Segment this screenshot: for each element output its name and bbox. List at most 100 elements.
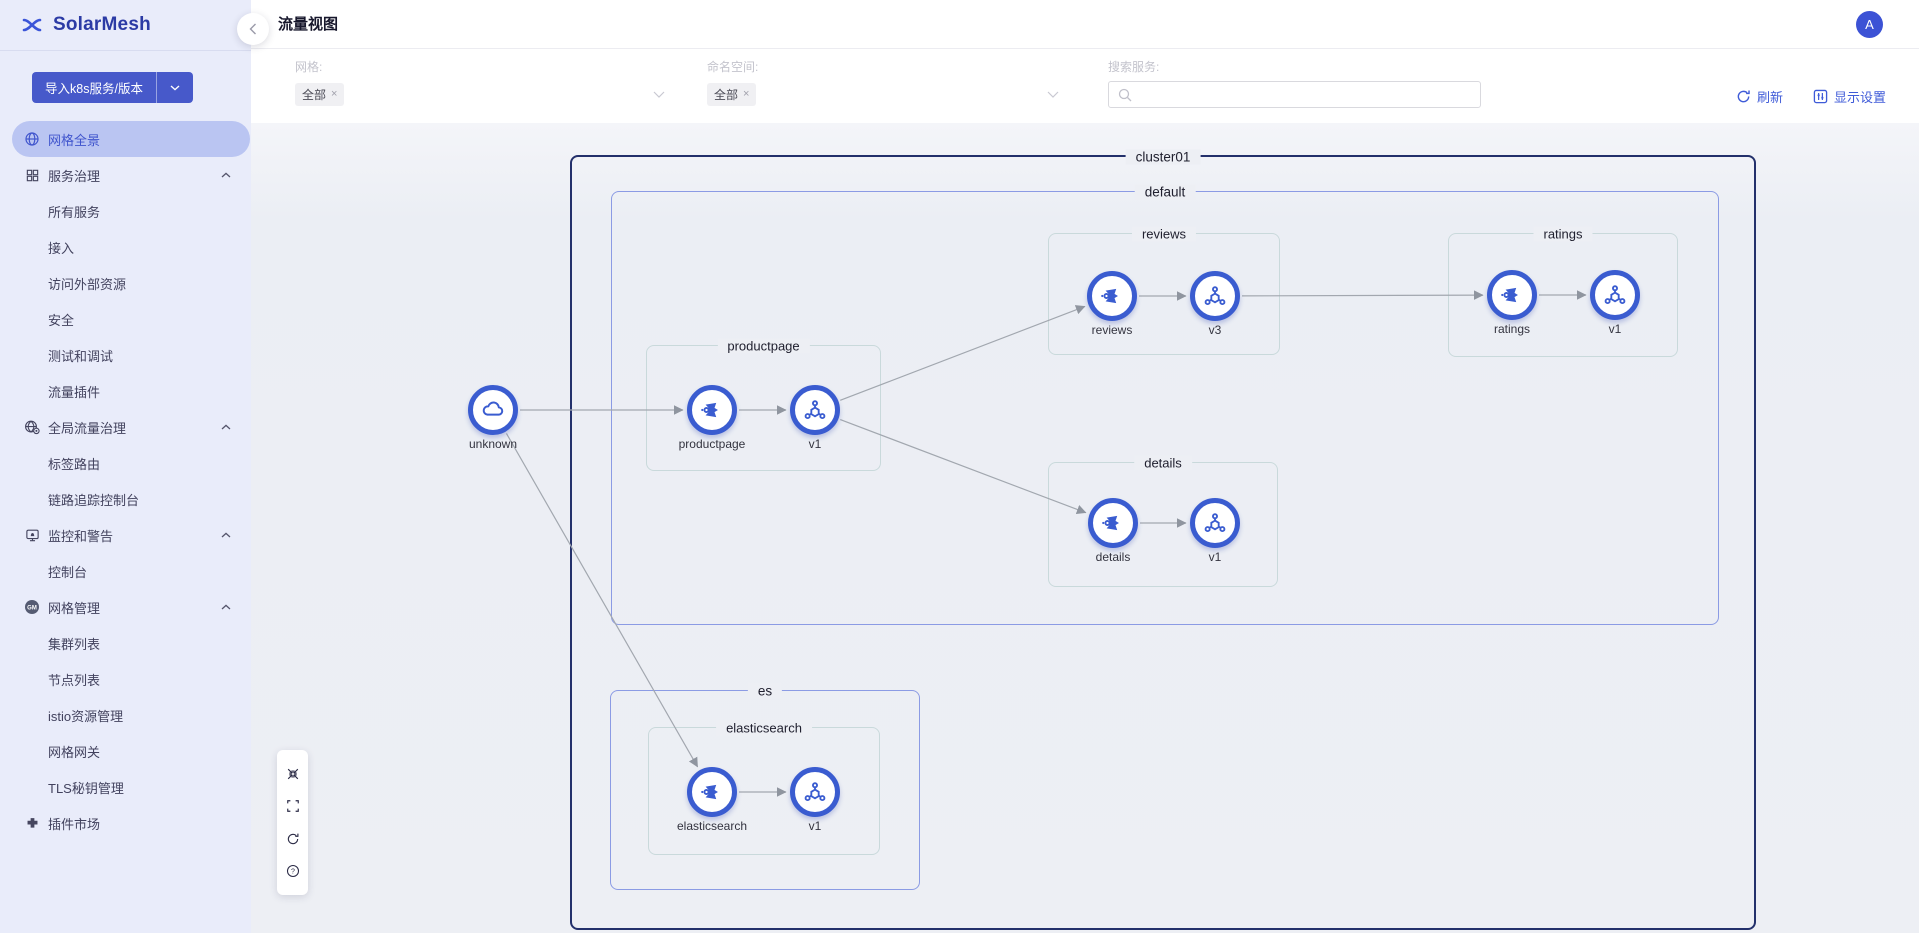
- node-elasticsearch[interactable]: elasticsearch: [677, 767, 747, 833]
- node-label-elasticsearch-v1: v1: [808, 819, 822, 833]
- group-box-productpage: productpage: [646, 338, 881, 471]
- sidebar-item-access[interactable]: 接入: [48, 240, 75, 256]
- namespace-selected-tag: 全部 ×: [707, 82, 757, 106]
- sidebar-item-label-routing[interactable]: 标签路由: [48, 456, 101, 472]
- sidebar-collapse-button[interactable]: [237, 13, 269, 45]
- node-label-productpage: productpage: [678, 437, 746, 451]
- global-traffic-icon: [24, 419, 40, 435]
- svg-text:GM: GM: [27, 605, 37, 611]
- service-search: 搜索服务:: [1108, 49, 1481, 108]
- group-box-default: default: [611, 184, 1719, 625]
- node-reviews-v3[interactable]: v3: [1190, 271, 1240, 337]
- group-label-cluster01: cluster01: [1125, 149, 1201, 165]
- node-productpage[interactable]: productpage: [679, 385, 745, 451]
- sidebar-item-traffic-plugins[interactable]: 流量插件: [48, 384, 101, 400]
- fit-view-icon[interactable]: [284, 765, 302, 783]
- node-unknown[interactable]: unknown: [468, 385, 518, 451]
- node-ratings[interactable]: ratings: [1487, 270, 1537, 336]
- mesh-filter-label: 网格:: [295, 60, 323, 74]
- chevron-down-icon: [653, 85, 665, 103]
- service-governance-icon: [24, 167, 40, 183]
- app-name: SolarMesh: [53, 14, 151, 35]
- mesh-management-icon: GM: [24, 599, 40, 615]
- node-label-details-v1: v1: [1208, 550, 1222, 564]
- page-title: 流量视图: [278, 16, 339, 33]
- display-settings-button[interactable]: 显示设置: [1813, 87, 1886, 106]
- sidebar-item-plugin-market[interactable]: 插件市场: [0, 805, 251, 841]
- sidebar-item-security[interactable]: 安全: [48, 312, 75, 328]
- sidebar-item-test-debug[interactable]: 测试和调试: [48, 348, 114, 364]
- chevron-up-icon: [221, 532, 231, 538]
- remove-tag-icon[interactable]: ×: [743, 88, 750, 100]
- sidebar-group-mesh-management[interactable]: GM 网格管理: [0, 589, 251, 625]
- node-label-unknown: unknown: [468, 437, 518, 451]
- reload-icon[interactable]: [284, 830, 302, 848]
- node-productpage-v1[interactable]: v1: [790, 385, 840, 451]
- sidebar: SolarMesh 导入k8s服务/版本 网格全景 服务治理 所有服务 接入 访…: [0, 0, 251, 933]
- sidebar-item-label: 网格全景: [48, 132, 101, 148]
- version-node-icon: [1604, 285, 1626, 305]
- group-box-ratings: ratings: [1448, 226, 1678, 357]
- sidebar-item-external-resources[interactable]: 访问外部资源: [48, 276, 127, 292]
- search-input-box[interactable]: [1108, 81, 1481, 108]
- monitor-alert-icon: [24, 527, 40, 543]
- group-label-es: es: [747, 683, 783, 699]
- sidebar-item-istio-resources[interactable]: istio资源管理: [48, 708, 124, 724]
- node-ratings-v1[interactable]: v1: [1590, 270, 1640, 336]
- topology-canvas[interactable]: cluster01 default es productpage reviews rati…: [251, 123, 1919, 933]
- sidebar-group-service-governance[interactable]: 服务治理: [0, 157, 251, 193]
- group-label-ratings: ratings: [1533, 226, 1593, 242]
- filter-actions: 刷新 显示设置: [1736, 87, 1886, 106]
- sidebar-item-mesh-gateway[interactable]: 网格网关: [48, 744, 101, 760]
- namespace-filter: 命名空间: 全部 ×: [707, 49, 1059, 107]
- graph-toolbar: ?: [277, 750, 308, 895]
- graph-nodes-layer: unknown productpage v1 reviews v3 ratings v1 de…: [251, 123, 1919, 933]
- node-details-v1[interactable]: v1: [1190, 498, 1240, 564]
- help-icon[interactable]: ?: [284, 862, 302, 880]
- node-label-reviews: reviews: [1091, 323, 1133, 337]
- sidebar-group-monitoring-alerts[interactable]: 监控和警告: [0, 517, 251, 553]
- version-node-icon: [804, 782, 826, 802]
- sidebar-item-cluster-list[interactable]: 集群列表: [48, 636, 101, 652]
- group-label-productpage: productpage: [717, 338, 810, 354]
- sidebar-item-all-services[interactable]: 所有服务: [48, 204, 101, 220]
- sidebar-item-tracing-console[interactable]: 链路追踪控制台: [48, 492, 140, 508]
- sidebar-group-global-traffic[interactable]: 全局流量治理: [0, 409, 251, 445]
- group-label-elasticsearch: elasticsearch: [716, 720, 812, 736]
- fullscreen-icon[interactable]: [284, 797, 302, 815]
- sidebar-item-tls-keys[interactable]: TLS秘钥管理: [48, 780, 124, 796]
- service-node-icon: [701, 402, 718, 418]
- chevron-up-icon: [221, 424, 231, 430]
- node-details[interactable]: details: [1088, 498, 1138, 564]
- search-input[interactable]: [1139, 87, 1480, 102]
- sidebar-divider: [0, 50, 251, 51]
- group-label-details: details: [1134, 455, 1192, 471]
- sidebar-menu: 网格全景 服务治理 所有服务 接入 访问外部资源 安全 测试和调试 流量插件 全…: [0, 121, 251, 841]
- version-node-icon: [1204, 513, 1226, 533]
- node-label-productpage-v1: v1: [808, 437, 822, 451]
- namespace-select[interactable]: 全部 ×: [707, 81, 1059, 107]
- plugin-puzzle-icon: [24, 815, 40, 831]
- sidebar-item-console[interactable]: 控制台: [48, 564, 88, 580]
- user-avatar[interactable]: A: [1856, 11, 1883, 38]
- group-box-elasticsearch: elasticsearch: [648, 720, 880, 855]
- import-dropdown-button[interactable]: [157, 72, 193, 103]
- service-node-icon: [701, 784, 718, 800]
- mesh-select[interactable]: 全部 ×: [295, 81, 665, 107]
- node-label-elasticsearch: elasticsearch: [676, 819, 748, 833]
- import-k8s-button-label[interactable]: 导入k8s服务/版本: [32, 72, 157, 103]
- external-node-icon: [482, 401, 504, 416]
- sidebar-item-node-list[interactable]: 节点列表: [48, 672, 101, 688]
- namespace-filter-label: 命名空间:: [707, 60, 759, 74]
- node-elasticsearch-v1[interactable]: v1: [790, 767, 840, 833]
- sidebar-item-mesh-overview[interactable]: 网格全景: [12, 121, 250, 157]
- node-reviews[interactable]: reviews: [1087, 271, 1137, 337]
- node-label-ratings-v1: v1: [1608, 322, 1622, 336]
- group-label-default: default: [1134, 184, 1196, 200]
- refresh-button[interactable]: 刷新: [1736, 87, 1783, 106]
- globe-icon: [24, 131, 40, 147]
- remove-tag-icon[interactable]: ×: [331, 88, 338, 100]
- app-logo: SolarMesh: [0, 0, 251, 37]
- import-k8s-button[interactable]: 导入k8s服务/版本: [32, 72, 193, 103]
- mesh-selected-tag: 全部 ×: [295, 82, 345, 106]
